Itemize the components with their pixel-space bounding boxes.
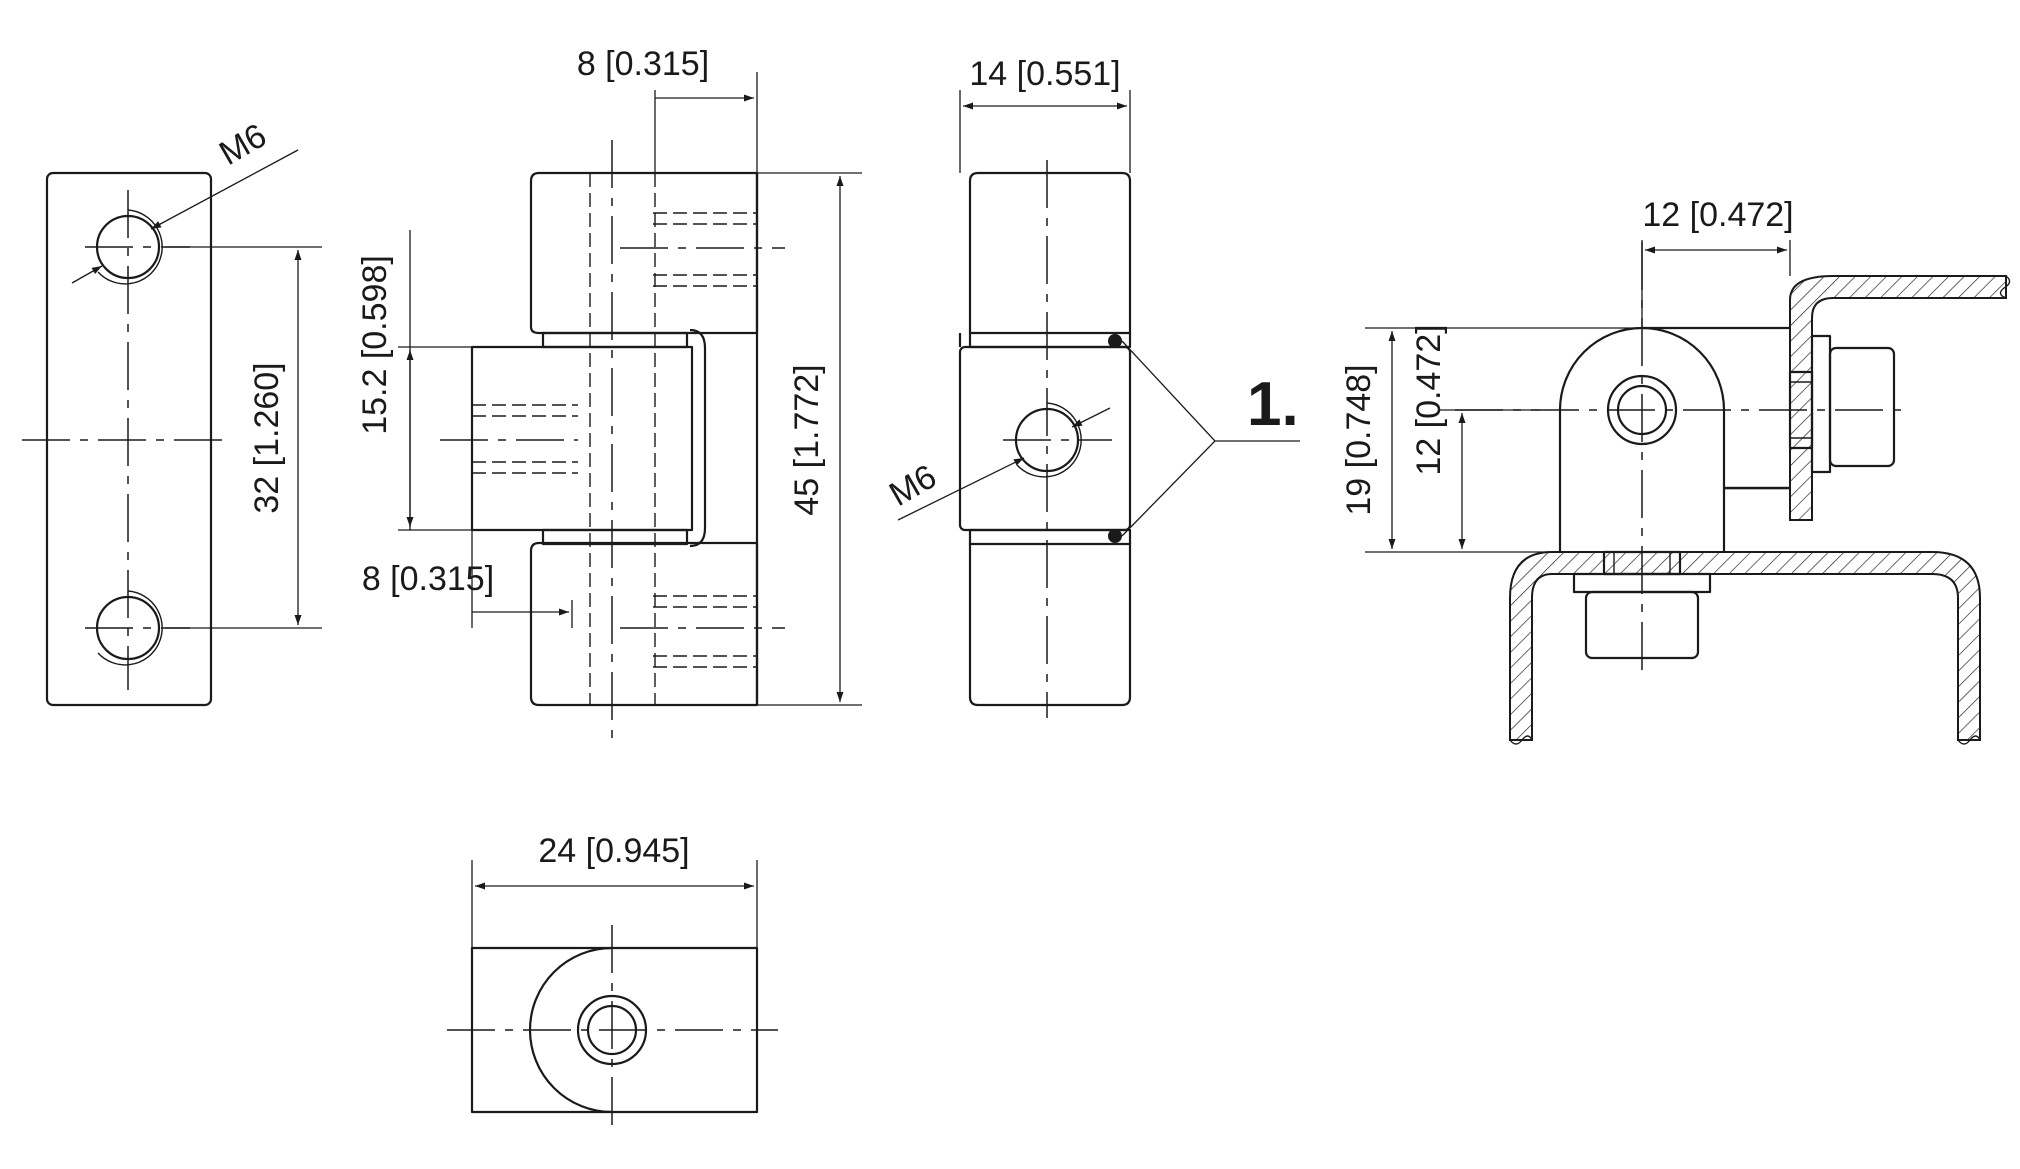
side-hole-thread bbox=[1016, 402, 1082, 478]
label-45: 45 [1.772] bbox=[788, 364, 826, 515]
mounted-section-view: 12 [0.472] 19 [0.748] 12 [0.472] bbox=[1340, 196, 2011, 745]
callout-leader bbox=[1121, 340, 1300, 537]
lower-leaf bbox=[529, 541, 759, 707]
upper-panel-break bbox=[1999, 275, 2011, 299]
label-24: 24 [0.945] bbox=[538, 832, 689, 870]
bottom-hole-thread bbox=[97, 590, 163, 666]
plate-outline bbox=[45, 171, 213, 707]
upper-panel-section bbox=[1789, 275, 2007, 521]
m6-leader-top bbox=[150, 149, 299, 230]
lower-panel-break-l bbox=[1509, 735, 1533, 745]
knuckle bbox=[470, 345, 694, 532]
m6-label-top: M6 bbox=[213, 116, 273, 173]
side-view: 1. M6 14 [0.551] bbox=[883, 55, 1300, 718]
right-washer bbox=[1810, 334, 1832, 474]
top-hole-thread bbox=[97, 209, 163, 285]
side-upper-block bbox=[968, 171, 1132, 333]
hinge-profile-view: 8 [0.315] 15.2 [0.598] 8 [0.315] 45 [1.7… bbox=[356, 45, 862, 738]
right-screw-head bbox=[1828, 346, 1896, 468]
lower-panel-break-r bbox=[1957, 735, 1981, 745]
side-lower-washer bbox=[968, 528, 1132, 546]
m6-leader-bottom bbox=[71, 265, 103, 284]
side-knuckle bbox=[958, 345, 1132, 532]
label-12-vertical: 12 [0.472] bbox=[1410, 324, 1448, 475]
label-19: 19 [0.748] bbox=[1340, 364, 1378, 515]
label-32: 32 [1.260] bbox=[248, 362, 286, 513]
weld-dot-bottom bbox=[1108, 529, 1122, 543]
label-12-horizontal: 12 [0.472] bbox=[1642, 196, 1793, 234]
front-plate-view: M6 32 [1.260] bbox=[22, 116, 322, 707]
upper-leaf bbox=[529, 171, 759, 335]
callout-label: 1. bbox=[1247, 370, 1299, 439]
label-8-top: 8 [0.315] bbox=[577, 45, 709, 83]
side-upper-washer bbox=[968, 331, 1132, 349]
bottom-view: 24 [0.945] bbox=[447, 832, 778, 1135]
label-8-bottom: 8 [0.315] bbox=[362, 560, 494, 598]
weld-dot-top bbox=[1108, 334, 1122, 348]
lower-panel-section bbox=[1509, 551, 1981, 741]
label-14: 14 [0.551] bbox=[969, 55, 1120, 93]
m6-leader-side-b bbox=[1071, 407, 1111, 428]
upper-washer bbox=[541, 331, 689, 349]
knuckle-cap bbox=[689, 328, 707, 548]
side-lower-block bbox=[968, 543, 1132, 707]
m6-leader-side bbox=[897, 457, 1025, 521]
m6-label-side: M6 bbox=[883, 457, 943, 514]
label-15-2: 15.2 [0.598] bbox=[356, 255, 394, 435]
